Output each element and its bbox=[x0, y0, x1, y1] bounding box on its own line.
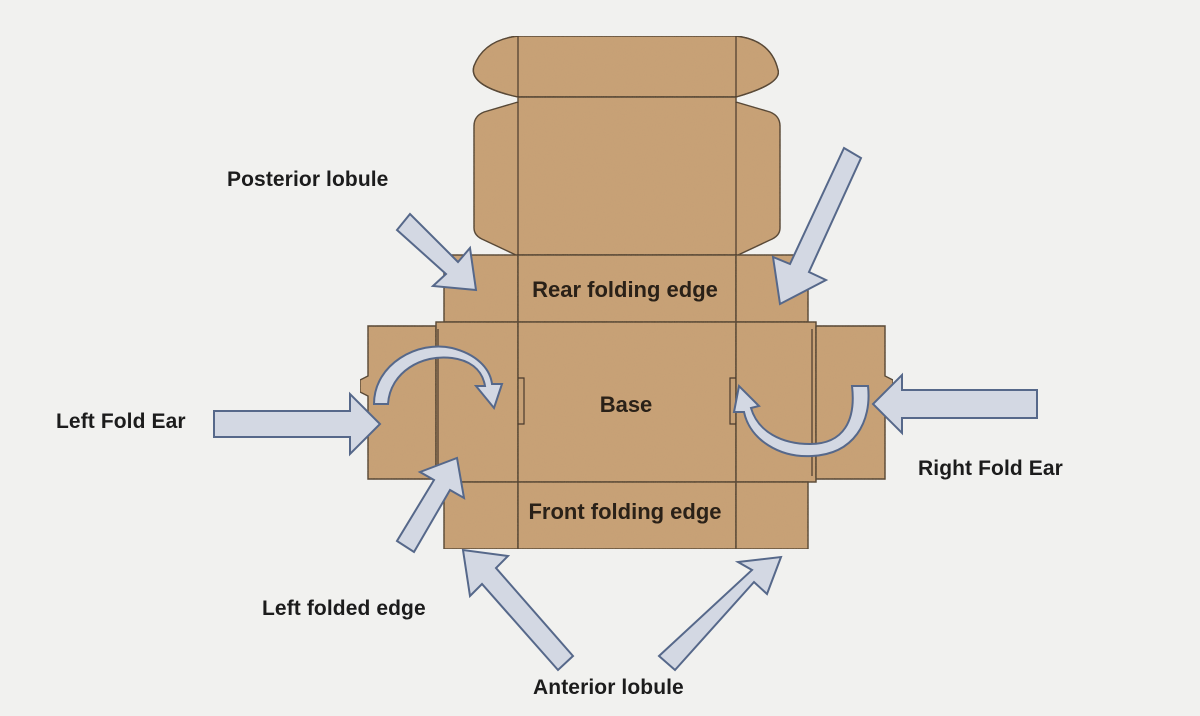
left-fold-ear-label: Left Fold Ear bbox=[56, 410, 186, 433]
lid-panel bbox=[473, 96, 781, 258]
base-panel bbox=[517, 321, 737, 483]
left-folded-edge-label: Left folded edge bbox=[262, 597, 426, 620]
base-label: Base bbox=[599, 392, 653, 417]
curved-arrows bbox=[372, 345, 870, 458]
right-curved-arrow-icon bbox=[732, 383, 870, 458]
front-folding-edge-label: Front folding edge bbox=[528, 499, 722, 524]
posterior-left-arrow-icon bbox=[395, 212, 478, 292]
anterior-right-arrow-icon bbox=[657, 555, 783, 672]
left-fold-ear-arrow-icon bbox=[213, 391, 382, 457]
left-folded-edge-arrow-icon bbox=[395, 456, 466, 554]
rear-folding-edge-panel bbox=[517, 254, 737, 323]
left-curved-arrow-icon bbox=[372, 345, 504, 411]
posterior-lobule-label: Posterior lobule bbox=[227, 168, 389, 191]
right-fold-ear-label: Right Fold Ear bbox=[918, 457, 1063, 480]
cardboard-dieline bbox=[359, 35, 894, 550]
anterior-lobule-label: Anterior lobule bbox=[533, 676, 684, 699]
right-fold-ear-arrow-icon bbox=[871, 372, 1038, 436]
anterior-left-arrow-icon bbox=[461, 548, 575, 672]
posterior-right-arrow-icon bbox=[771, 146, 863, 306]
lid-tab-outline bbox=[472, 35, 779, 98]
left-folded-edge-panel bbox=[435, 321, 519, 483]
anterior-lobule-right-panel bbox=[735, 481, 809, 550]
front-folding-edge-panel bbox=[517, 481, 737, 550]
rear-folding-edge-label: Rear folding edge bbox=[532, 277, 718, 302]
straight-arrows bbox=[213, 146, 1038, 672]
